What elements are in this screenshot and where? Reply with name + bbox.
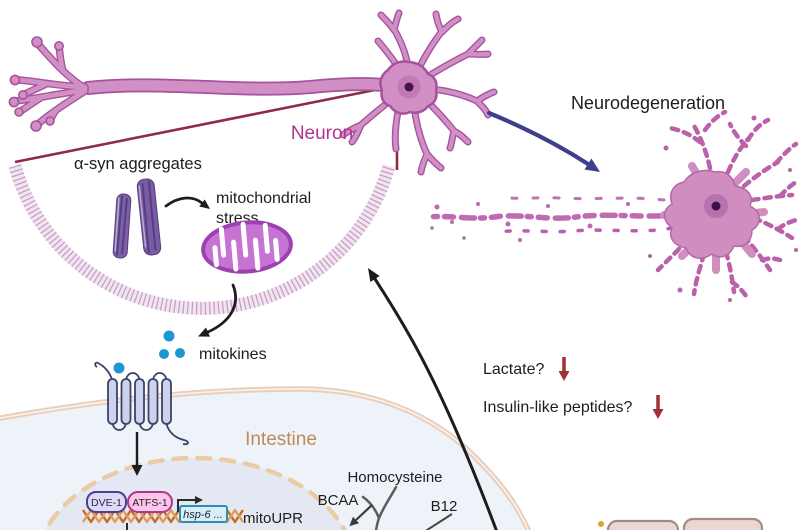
neighbour-cells (598, 517, 764, 530)
tf-atfs1-box (127, 491, 173, 513)
mitokine-signaling: mitokines (94, 283, 267, 476)
alpha-syn-label: α-syn aggregates (74, 155, 202, 173)
gut-to-neuron-arrow (368, 268, 498, 530)
axon-debris-dots (430, 202, 630, 242)
feedback-arrow-curve (373, 277, 498, 530)
insulin-like-peptides-label: Insulin-like peptides? (483, 399, 633, 416)
b12-label: B12 (431, 498, 458, 515)
neurodegeneration-label: Neurodegeneration (571, 93, 725, 113)
intestine-label: Intestine (245, 429, 317, 450)
fragmented-axon-1 (425, 210, 691, 221)
cell-1 (606, 519, 680, 530)
mitokine-release-arrowhead (198, 327, 210, 337)
pathway-arrow-line (355, 504, 373, 521)
mitokine-dots (159, 330, 185, 359)
stress-arrow (164, 196, 204, 208)
zoom-line-left (14, 85, 391, 164)
receptor-signal-arrowhead (131, 465, 143, 476)
neuron-label: Neuron (291, 123, 353, 144)
degenerated-neuron (425, 109, 799, 302)
soma-band-fill (8, 164, 396, 315)
alpha-syn-fibril-2 (136, 178, 162, 256)
neurodegeneration-section: Neurodegeneration (486, 93, 725, 172)
insulin-decrease-arrow-icon (652, 395, 664, 419)
degenerated-soma-nucleolus (711, 201, 721, 211)
pathway-arrowhead (349, 516, 360, 527)
bound-mitokine-dot (113, 362, 125, 374)
tf-dve1-box (86, 491, 127, 513)
gene-hsp6-label: hsp-6 ... (183, 509, 223, 521)
fragmented-dendrites (655, 109, 799, 299)
lactate-decrease-arrow-icon (558, 357, 570, 381)
lactate-label: Lactate? (483, 361, 544, 378)
mito-stress-label-1: mitochondrial (216, 190, 311, 207)
fragmented-axon-3 (508, 196, 666, 202)
receptor-loops (94, 361, 189, 446)
bcaa-label: BCAA (318, 492, 359, 509)
mitokines-label: mitokines (199, 346, 267, 363)
healthy-neuron (8, 9, 498, 176)
soma-nucleolus (404, 82, 414, 92)
tf-atfs1-label: ATFS-1 (132, 497, 168, 509)
left-dendrites (13, 41, 88, 127)
humoral-signals: Lactate? Insulin-like peptides? (483, 357, 664, 419)
cell-2 (682, 517, 764, 530)
gene-hsp6-box (179, 505, 228, 523)
dendrite-debris-dots (648, 115, 798, 302)
alpha-syn-section: α-syn aggregates mitochondrial stress (74, 155, 311, 274)
microbe-dot (598, 521, 604, 527)
fragmented-axon-2 (496, 226, 674, 234)
promoter-arrowhead (195, 496, 203, 504)
mitoupr-label: mitoUPR (243, 510, 303, 527)
neurodegeneration-arrowhead (584, 158, 600, 172)
gpcr-receptor-icon (94, 361, 189, 446)
mitoupr-transcription: DVE-1 ATFS-1 hsp-6 ... mitoUPR (82, 491, 303, 530)
alpha-syn-fibril-1 (112, 193, 132, 259)
dendrite-end-bulbs (8, 36, 64, 132)
mitokine-release-arrow (206, 283, 237, 334)
magnified-soma-membrane (8, 164, 396, 315)
metabolite-pathway: Homocysteine BCAA B12 (318, 469, 458, 530)
soma-dendrites (340, 10, 497, 175)
feedback-arrowhead (368, 268, 380, 282)
axon (82, 78, 400, 94)
tf-dve1-label: DVE-1 (91, 497, 122, 509)
b12-line (425, 513, 453, 530)
promoter-arrow-icon (177, 499, 195, 512)
stress-arrowhead (199, 199, 210, 209)
soma-band-hatch (8, 164, 396, 315)
neurodegeneration-arrow (486, 110, 591, 167)
mitochondrion-icon (201, 220, 293, 274)
homocysteine-label: Homocysteine (347, 469, 442, 486)
